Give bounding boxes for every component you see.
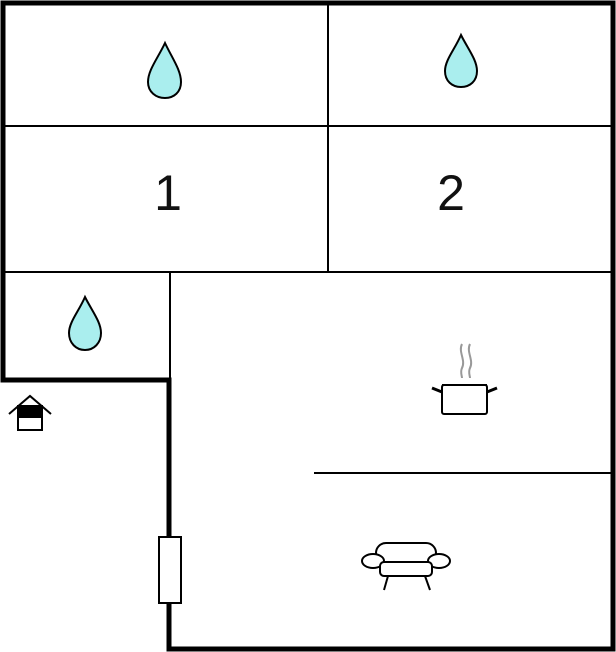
room-label-1: 1 bbox=[154, 165, 182, 221]
water-drop-icon bbox=[443, 32, 479, 89]
water-drop-icon bbox=[67, 294, 103, 352]
cooking-pot-icon bbox=[431, 343, 498, 415]
door-panel bbox=[158, 536, 182, 604]
interior-walls bbox=[3, 3, 613, 474]
room-label-2: 2 bbox=[437, 165, 465, 221]
water-drop-icon bbox=[146, 40, 183, 100]
house-entrance-icon bbox=[8, 394, 52, 431]
sofa-icon bbox=[361, 542, 451, 591]
